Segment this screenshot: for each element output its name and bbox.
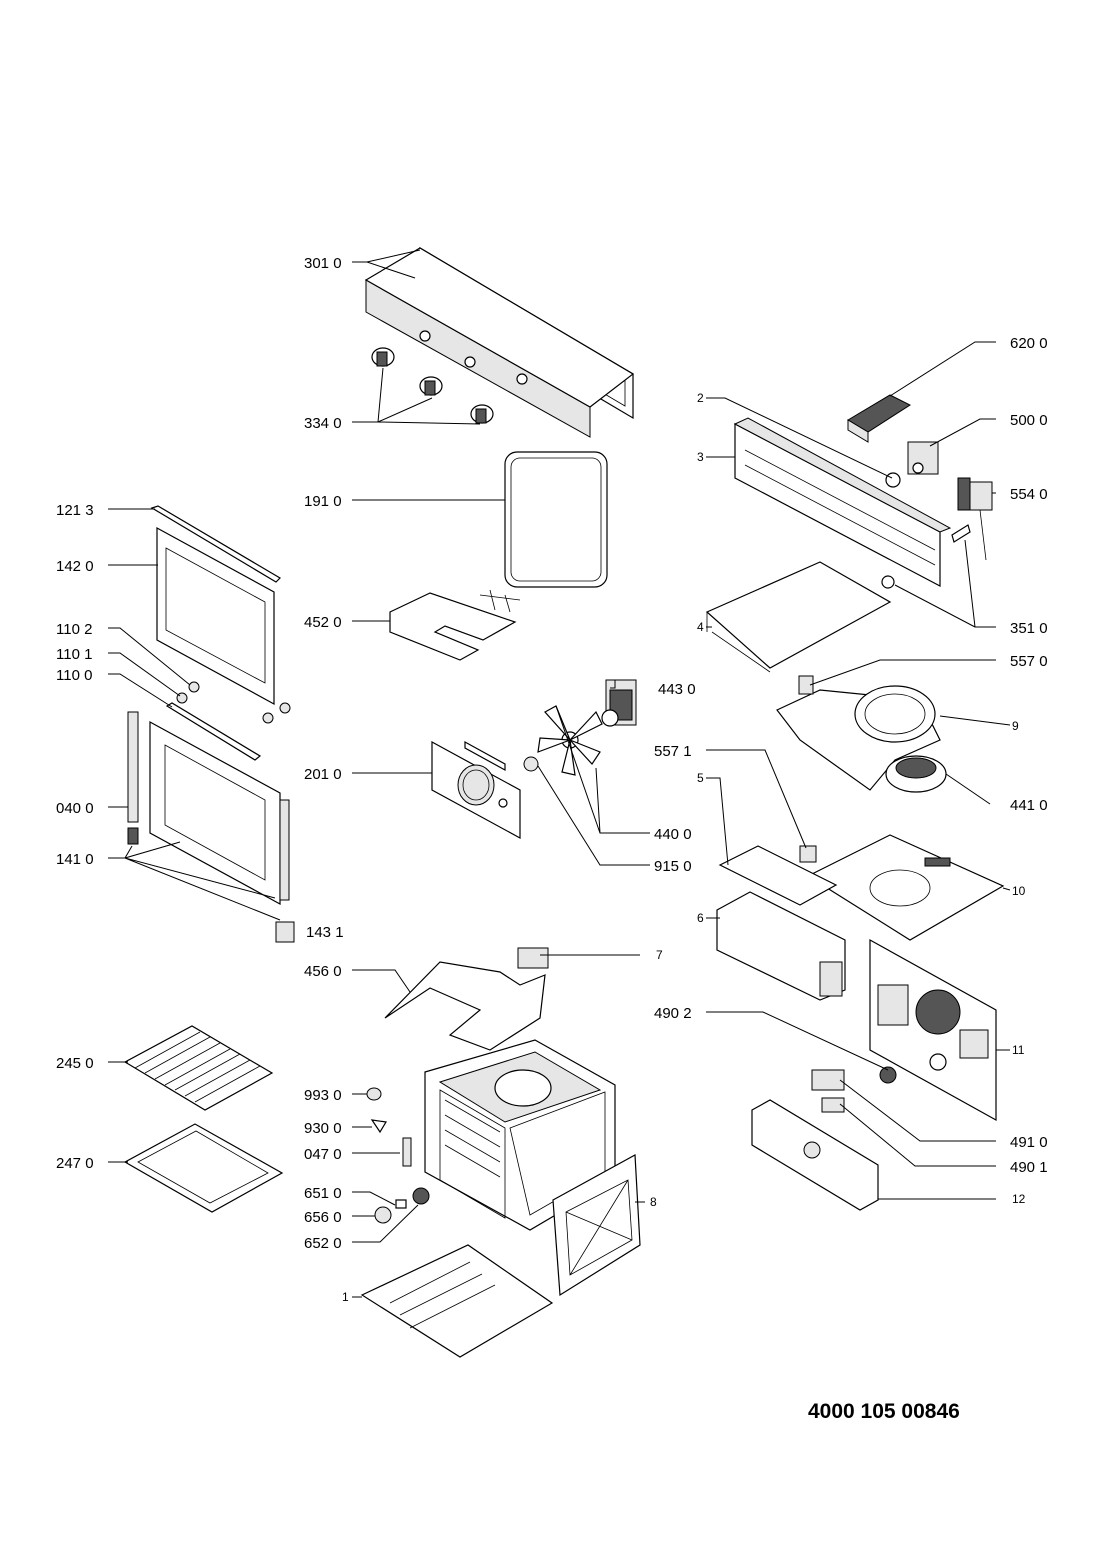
control-panel-part [364, 246, 635, 438]
callout-3: 3 [697, 450, 704, 464]
document-number: 4000 105 00846 [808, 1400, 960, 1423]
callout-334-0: 334 0 [304, 415, 342, 432]
callout-351-0: 351 0 [1010, 620, 1048, 637]
thermostat-part [957, 477, 993, 561]
vent-duct-part [718, 845, 838, 906]
callout-143-1: 143 1 [306, 924, 344, 941]
callout-557-0: 557 0 [1010, 653, 1048, 670]
oven-cavity-part [424, 1039, 616, 1231]
door-gasket-part [504, 451, 608, 588]
control-bracket-part [733, 417, 952, 587]
callout-245-0: 245 0 [56, 1055, 94, 1072]
callout-110-1: 110 1 [56, 646, 92, 663]
callout-201-0: 201 0 [304, 766, 342, 783]
rear-knob-part [879, 1066, 897, 1084]
callout-5: 5 [697, 771, 704, 785]
callout-8: 8 [650, 1195, 657, 1209]
callout-labels: 301 0 334 0 191 0 121 3 142 0 110 2 110 … [56, 255, 1048, 1304]
callout-040-0: 040 0 [56, 800, 94, 817]
selector-switch-part [907, 441, 939, 475]
baking-tray-part [123, 1123, 284, 1213]
top-panel-part [806, 834, 1005, 941]
door-top-trim-part [150, 505, 281, 583]
callout-557-1: 557 1 [654, 743, 692, 760]
callout-191-0: 191 0 [304, 493, 342, 510]
callout-9: 9 [1012, 719, 1019, 733]
terminal-part [811, 1069, 845, 1113]
callout-4: 4 [697, 620, 704, 634]
callout-491-0: 491 0 [1010, 1134, 1048, 1151]
callout-247-0: 247 0 [56, 1155, 94, 1172]
lower-element-part [384, 947, 549, 1051]
callout-490-2: 490 2 [654, 1005, 692, 1022]
knobs-part [371, 347, 494, 424]
top-cover-part [705, 561, 892, 673]
fan-cover-part [431, 740, 521, 840]
callout-10: 10 [1012, 884, 1026, 898]
callout-441-0: 441 0 [1010, 797, 1048, 814]
callout-6: 6 [697, 911, 704, 925]
callout-110-0: 110 0 [56, 667, 92, 684]
hinge-part [275, 921, 295, 943]
callout-993-0: 993 0 [304, 1087, 342, 1104]
callout-656-0: 656 0 [304, 1209, 342, 1226]
callout-456-0: 456 0 [304, 963, 342, 980]
thermal-cutout-part [798, 675, 817, 863]
callout-2: 2 [697, 391, 704, 405]
callout-12: 12 [1012, 1192, 1026, 1206]
door-inner-part [127, 702, 290, 941]
callout-500-0: 500 0 [1010, 412, 1048, 429]
terminal-block-part [847, 394, 912, 443]
callout-121-3: 121 3 [56, 502, 94, 519]
callout-142-0: 142 0 [56, 558, 94, 575]
callout-490-1: 490 1 [1010, 1159, 1048, 1176]
cooling-fan-housing-part [776, 685, 941, 791]
side-vent-part [716, 891, 846, 1001]
callout-443-0: 443 0 [658, 681, 696, 698]
callout-1: 1 [342, 1290, 349, 1304]
fan-motor-part [601, 679, 637, 727]
callout-047-0: 047 0 [304, 1146, 342, 1163]
bottom-panel-part [360, 1244, 554, 1358]
callout-651-0: 651 0 [304, 1185, 342, 1202]
callout-141-0: 141 0 [56, 851, 94, 868]
wire-shelf-part [123, 1025, 274, 1111]
callout-930-0: 930 0 [304, 1120, 342, 1137]
grill-element-part [389, 589, 521, 661]
back-panel-part [552, 1154, 641, 1297]
rear-panel-part [869, 938, 997, 1122]
callout-110-2: 110 2 [56, 621, 92, 638]
callout-7: 7 [656, 948, 663, 962]
cooling-fan-part [885, 755, 947, 793]
leader-lines [108, 249, 1011, 1298]
knob-spindle-part [881, 472, 971, 589]
callout-915-0: 915 0 [654, 858, 692, 875]
fan-nut-part [523, 756, 539, 772]
door-glass-outer-part [156, 526, 275, 706]
fan-blade-part [537, 705, 603, 776]
callout-11: 11 [1012, 1043, 1025, 1057]
callout-652-0: 652 0 [304, 1235, 342, 1252]
callout-440-0: 440 0 [654, 826, 692, 843]
callout-301-0: 301 0 [304, 255, 342, 272]
back-plate-part [751, 1099, 879, 1211]
callout-554-0: 554 0 [1010, 486, 1048, 503]
callout-452-0: 452 0 [304, 614, 342, 631]
small-fittings-part [366, 1087, 430, 1224]
callout-620-0: 620 0 [1010, 335, 1048, 352]
